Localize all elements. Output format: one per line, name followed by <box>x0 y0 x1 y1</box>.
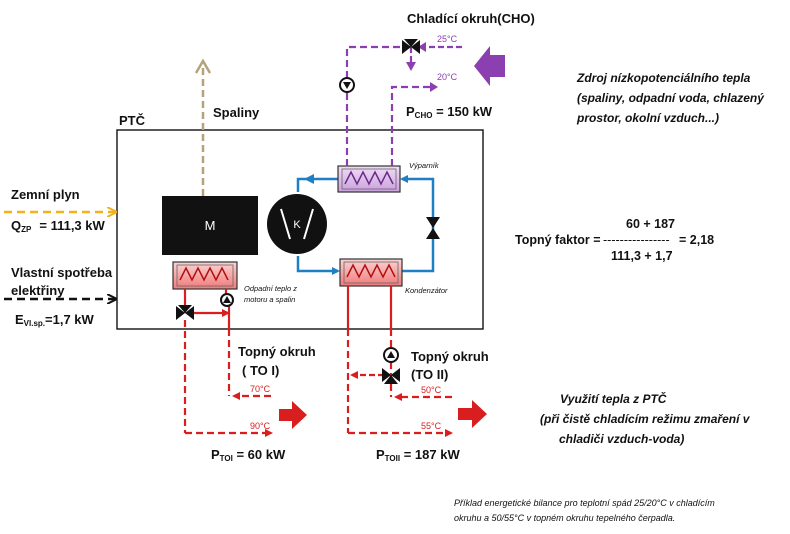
low-source-line-3: prostor, okolní vzduch...) <box>576 111 719 125</box>
cop-numerator: 60 + 187 <box>626 217 675 231</box>
ptc-label: PTČ <box>119 113 146 128</box>
evaporator-label: Výparník <box>409 161 440 170</box>
e-vl-label: EVl.sp.=1,7 kW <box>15 312 95 328</box>
to2-title-1: Topný okruh <box>411 349 489 364</box>
expansion-valve-icon <box>426 217 440 239</box>
waste-heat-label-2: motoru a spalin <box>244 295 295 304</box>
p-to2-label: PTOII = 187 kW <box>376 447 460 463</box>
low-temp-source-arrow-icon <box>474 46 505 86</box>
cop-result: = 2,18 <box>679 233 714 247</box>
temp-50-label: 50°C <box>421 385 442 395</box>
heat-use-line-2: (při čistě chladícím režimu zmaření v <box>540 412 751 426</box>
waste-heat-label-1: Odpadní teplo z <box>244 284 297 293</box>
to1-title-1: Topný okruh <box>238 344 316 359</box>
cop-dashes: ---------------- <box>603 233 670 247</box>
footnote-line-2: okruhu a 50/55°C v topném okruhu tepelné… <box>454 513 675 523</box>
to1-pump-triangle <box>223 296 231 303</box>
cooling-circuit-title: Chladící okruh(CHO) <box>407 11 535 26</box>
condenser <box>339 258 403 287</box>
heat-use-line-3: chladiči vzduch-voda) <box>559 432 684 446</box>
to2-valve-icon <box>382 368 400 384</box>
refrigerant-discharge-line <box>296 256 340 275</box>
temp-55-label: 55°C <box>421 421 442 431</box>
temp-25-label: 25°C <box>437 34 458 44</box>
ptc-boundary <box>116 129 484 330</box>
flue-gas-arrow-icon <box>194 58 212 74</box>
waste-heat-exchanger-inner <box>176 264 234 287</box>
to2-title-2: (TO II) <box>411 367 448 382</box>
refrigerant-suction-line <box>296 177 338 192</box>
p-to1-label: PTOI = 60 kW <box>211 447 286 463</box>
to1-valve-icon <box>176 305 194 320</box>
cooling-25-arrow-icon <box>418 42 426 52</box>
condenser-label: Kondenzátor <box>405 286 448 295</box>
cooling-valve-stem-arrow-icon <box>406 62 416 71</box>
heat-use-line-1: Využití tepla z PTČ <box>560 391 667 406</box>
compressor-line-a <box>280 208 291 240</box>
to2-pump-triangle <box>387 351 395 358</box>
electricity-title-1: Vlastní spotřeba <box>11 265 113 280</box>
cop-denominator: 111,3 + 1,7 <box>611 249 673 263</box>
to1-title-2: ( TO I) <box>242 363 279 378</box>
compressor-label: K <box>293 219 301 231</box>
condenser-inner <box>343 261 399 284</box>
temp-90-label: 90°C <box>250 421 271 431</box>
refrigerant-return-line <box>400 175 435 273</box>
footnote-line-1: Příklad energetické bilance pro teplotní… <box>454 498 715 508</box>
motor-block <box>162 196 258 255</box>
evaporator-inner <box>341 168 397 190</box>
p-cho-label: PCHO = 150 kW <box>406 104 493 120</box>
waste-heat-coil <box>179 266 229 282</box>
cooling-pump-triangle <box>343 82 351 89</box>
low-source-line-2: (spaliny, odpadní voda, chlazený <box>577 91 765 105</box>
motor-label: M <box>205 218 216 233</box>
cooling-20-arrow-icon <box>430 82 438 92</box>
compressor-line-b <box>303 208 314 240</box>
to2-output-arrow-icon <box>458 400 487 428</box>
to1-output-arrow-icon <box>279 401 307 429</box>
condenser-coil <box>346 263 396 279</box>
cop-label: Topný faktor = <box>515 233 601 247</box>
q-zp-label: QZP= 111,3 kW <box>11 218 106 234</box>
temp-70-label: 70°C <box>250 384 271 394</box>
cooling-supply-line <box>345 45 411 166</box>
evaporator-coil <box>344 170 394 186</box>
gas-title: Zemní plyn <box>11 187 80 202</box>
cooling-return-line <box>390 85 436 166</box>
flue-gas-label: Spaliny <box>213 105 260 120</box>
electricity-title-2: elektřiny <box>11 283 65 298</box>
temp-20-label: 20°C <box>437 72 458 82</box>
low-source-line-1: Zdroj nízkopotenciálního tepla <box>576 71 751 85</box>
refrigerant-arrow-left-icon <box>304 174 314 184</box>
three-way-valve-icon <box>402 39 420 54</box>
